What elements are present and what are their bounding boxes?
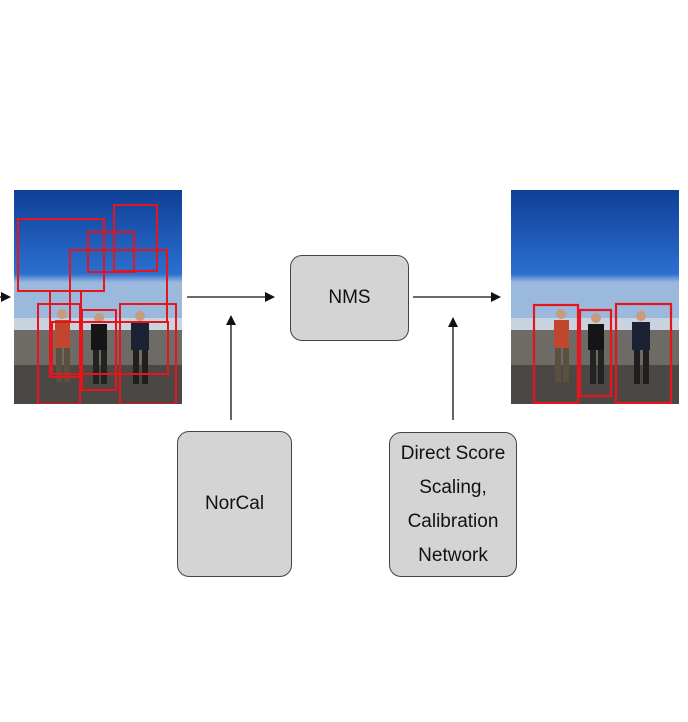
candidate-box xyxy=(81,309,117,391)
person-3 xyxy=(131,311,149,384)
calibration-line-4: Network xyxy=(418,544,488,566)
norcal-box: NorCal xyxy=(177,431,292,577)
calibration-line-3: Calibration xyxy=(407,510,499,532)
final-box xyxy=(532,303,580,404)
candidate-box xyxy=(87,231,135,273)
person-2 xyxy=(91,313,107,384)
calibration-box: Direct Score Scaling, Calibration Networ… xyxy=(389,432,517,577)
calibration-line-1: Direct Score xyxy=(400,442,506,464)
final-box xyxy=(578,308,613,398)
output-photo xyxy=(511,190,679,404)
person-2 xyxy=(588,313,604,384)
candidate-box xyxy=(113,204,158,272)
candidate-box xyxy=(119,303,177,404)
nms-label: NMS xyxy=(328,287,371,308)
candidate-box xyxy=(51,321,169,375)
final-box xyxy=(614,302,673,404)
norcal-label: NorCal xyxy=(204,493,265,514)
input-photo-art xyxy=(14,190,182,404)
candidate-boxes xyxy=(17,204,177,404)
candidate-box xyxy=(37,303,81,404)
final-boxes xyxy=(532,302,673,404)
calibration-line-2: Scaling, xyxy=(419,476,487,498)
person-3 xyxy=(632,311,650,384)
person-1 xyxy=(55,309,70,382)
person-1 xyxy=(554,309,569,382)
output-photo-art xyxy=(511,190,679,404)
input-photo xyxy=(14,190,182,404)
nms-box: NMS xyxy=(290,255,409,341)
